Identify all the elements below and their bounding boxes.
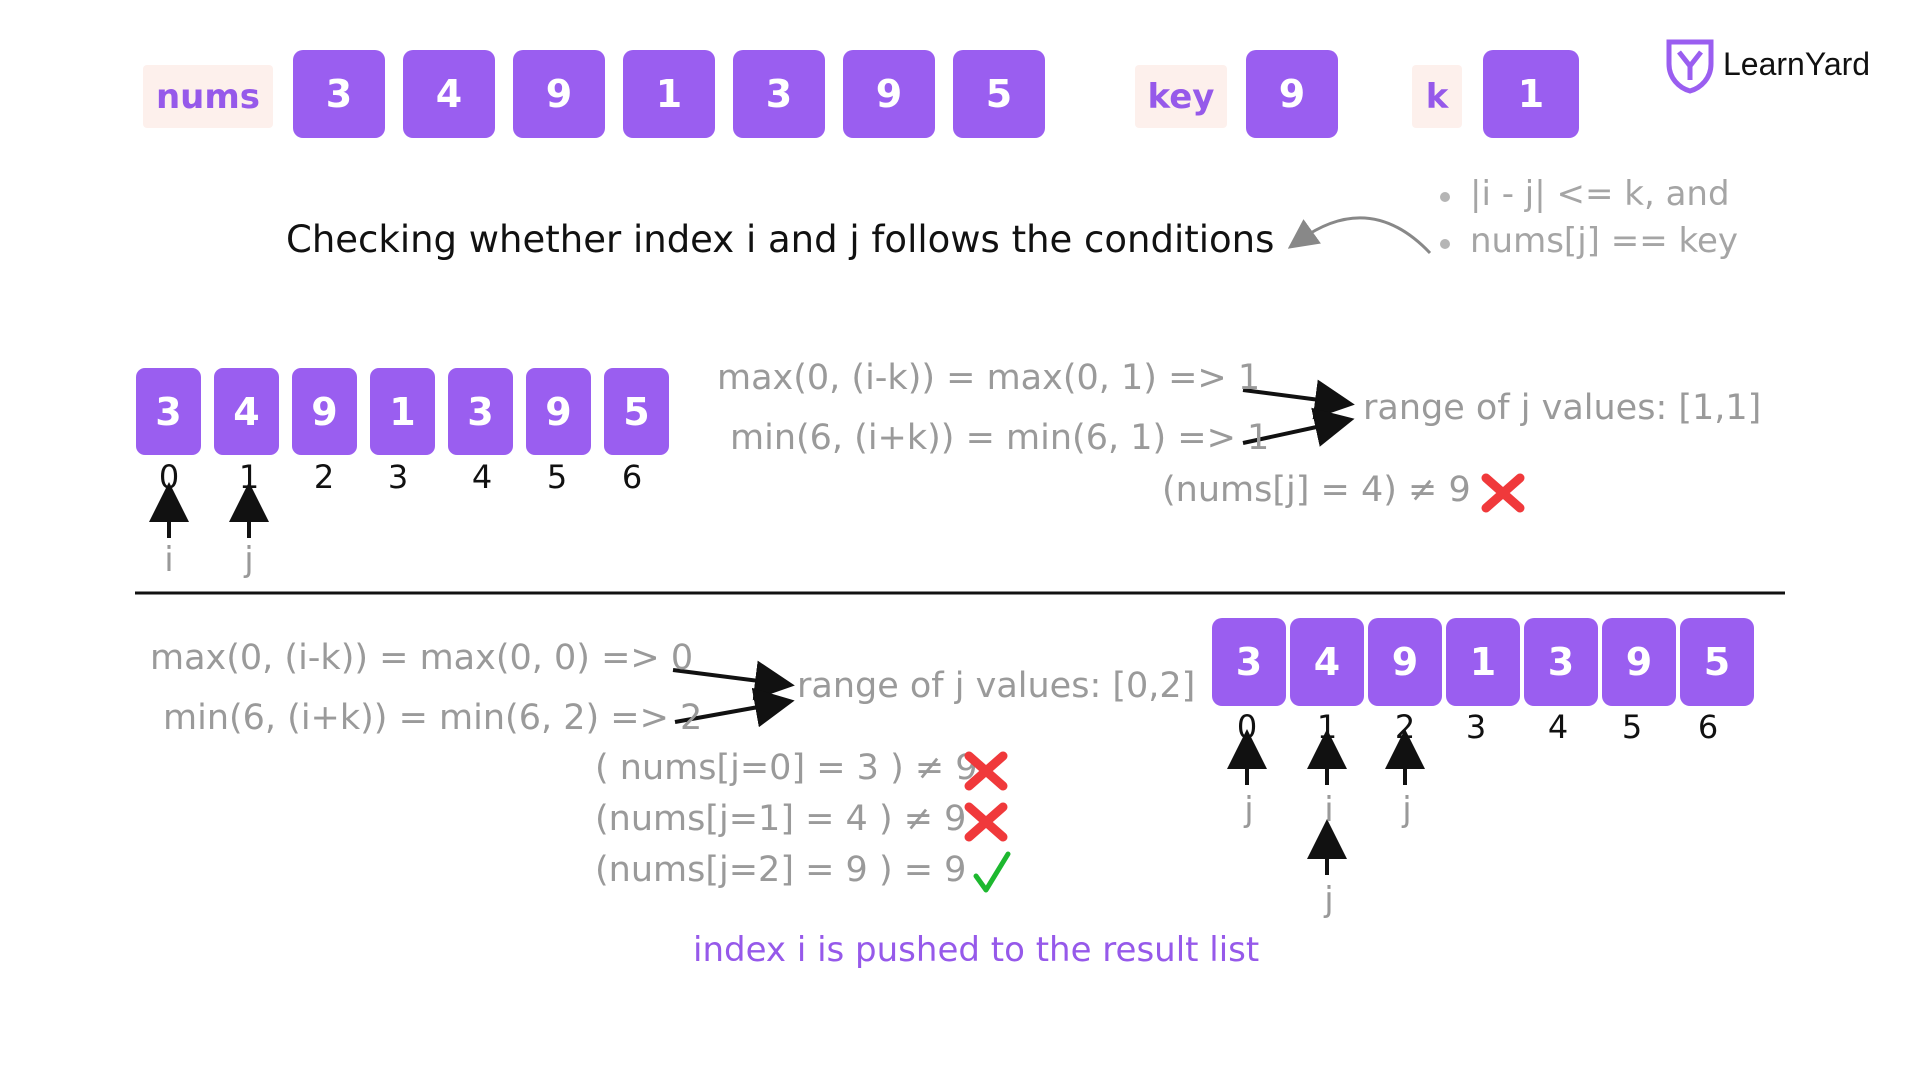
- step2-index: 6: [1697, 708, 1719, 746]
- pointer-label: j: [1244, 790, 1254, 830]
- step1-cell: 3: [136, 368, 201, 455]
- key-label: key: [1135, 65, 1227, 128]
- step1-index: 2: [313, 458, 335, 496]
- condition-item: |i - j| <= k, and: [1440, 174, 1730, 214]
- range-arrow-icon: [1242, 379, 1355, 420]
- result-text: index i is pushed to the result list: [693, 930, 1260, 970]
- check-icon: [973, 851, 1011, 893]
- step1-index: 5: [546, 458, 568, 496]
- k-label: k: [1412, 65, 1462, 128]
- step2-check: ( nums[j=0] = 3 ) ≠ 9: [595, 748, 978, 788]
- step1-index: 4: [471, 458, 493, 496]
- range-arrow-icon: [1242, 407, 1355, 447]
- nums-cell: 4: [403, 50, 495, 138]
- pointer-label: j: [244, 540, 254, 580]
- key-value: 9: [1246, 50, 1338, 138]
- cross-icon: [964, 751, 1008, 791]
- cross-icon: [964, 802, 1008, 842]
- step2-index: 2: [1394, 708, 1416, 746]
- step2-check: (nums[j=1] = 4 ) ≠ 9: [595, 799, 967, 839]
- step1-cell: 5: [604, 368, 669, 455]
- range-arrow-icon: [674, 687, 795, 728]
- step2-max-expr: max(0, (i-k)) = max(0, 0) => 0: [150, 638, 694, 678]
- logo-text: LearnYard: [1723, 46, 1871, 82]
- pointer-label: j: [1402, 790, 1412, 830]
- step2-cell: 3: [1524, 618, 1598, 706]
- step2-range-label: range of j values: [0,2]: [797, 666, 1196, 706]
- step1-index: 6: [621, 458, 643, 496]
- step1-check: (nums[j] = 4) ≠ 9: [1162, 470, 1471, 510]
- k-value: 1: [1483, 50, 1579, 138]
- logo-mark-icon: [1666, 39, 1714, 94]
- step2-cell: 4: [1290, 618, 1364, 706]
- range-arrow-icon: [672, 660, 795, 701]
- step1-cell: 1: [370, 368, 435, 455]
- step1-cell: 9: [526, 368, 591, 455]
- step2-cell: 5: [1680, 618, 1754, 706]
- step1-min-expr: min(6, (i+k)) = min(6, 1) => 1: [730, 418, 1270, 458]
- step2-index: 4: [1547, 708, 1569, 746]
- nums-cell: 9: [513, 50, 605, 138]
- step2-index: 1: [1316, 708, 1338, 746]
- step2-check: (nums[j=2] = 9 ) = 9: [595, 850, 967, 890]
- nums-cell: 9: [843, 50, 935, 138]
- condition-item: nums[j] == key: [1439, 221, 1739, 261]
- conditions-heading: Checking whether index i and j follows t…: [286, 218, 1275, 261]
- step1-cell: 3: [448, 368, 513, 455]
- cross-icon: [1481, 473, 1525, 513]
- step2-cell: 3: [1212, 618, 1286, 706]
- step2-index: 0: [1236, 708, 1258, 746]
- nums-label: nums: [143, 65, 273, 128]
- step2-cell: 9: [1602, 618, 1676, 706]
- pointer-label: i: [1324, 790, 1334, 830]
- step2-index: 5: [1621, 708, 1643, 746]
- step1-cell: 4: [214, 368, 279, 455]
- pointer-label: j: [1324, 880, 1334, 920]
- step1-range-label: range of j values: [1,1]: [1363, 388, 1762, 428]
- step1-cell: 9: [292, 368, 357, 455]
- step2-min-expr: min(6, (i+k)) = min(6, 2) => 2: [163, 698, 703, 738]
- step1-max-expr: max(0, (i-k)) = max(0, 1) => 1: [717, 358, 1261, 398]
- step2-cell: 1: [1446, 618, 1520, 706]
- curved-arrow-icon: [1287, 216, 1432, 255]
- step1-index: 3: [387, 458, 409, 496]
- step2-index: 3: [1465, 708, 1487, 746]
- nums-cell: 1: [623, 50, 715, 138]
- nums-cell: 3: [733, 50, 825, 138]
- nums-cell: 5: [953, 50, 1045, 138]
- pointer-label: i: [164, 540, 174, 580]
- nums-cell: 3: [293, 50, 385, 138]
- learnyard-logo: LearnYard: [1665, 38, 1880, 94]
- step2-cell: 9: [1368, 618, 1442, 706]
